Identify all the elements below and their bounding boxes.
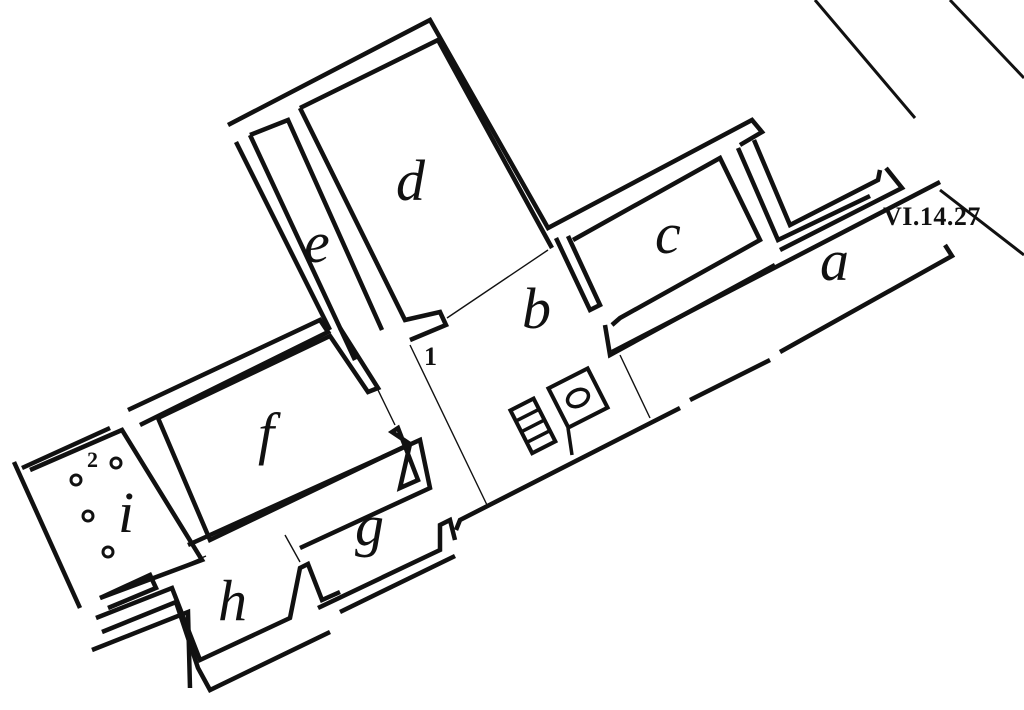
- room-label-h: h: [218, 568, 247, 633]
- room-label-g: g: [355, 493, 384, 558]
- room-label-b: b: [522, 276, 551, 341]
- room-d-walls: [226, 17, 766, 361]
- basin-divider: [566, 427, 574, 456]
- room-label-a: a: [820, 228, 849, 293]
- marker-2: 2: [87, 447, 98, 472]
- marker-1: 1: [424, 342, 437, 371]
- room-label-f: f: [258, 401, 275, 466]
- room-c-walls: [553, 139, 906, 359]
- room-f-walls: [127, 317, 433, 551]
- room-i-walls: [11, 425, 206, 611]
- basin-icon: [545, 365, 611, 431]
- room-h-g-walls: [91, 516, 458, 693]
- staircase-icon: [507, 395, 559, 456]
- threshold-lines: [154, 249, 651, 579]
- room-label-e: e: [304, 210, 330, 275]
- room-a-walls: [453, 180, 956, 531]
- room-label-i: i: [118, 480, 135, 545]
- room-label-d: d: [396, 148, 425, 213]
- street-lines: [813, 0, 1024, 257]
- room-label-c: c: [655, 201, 681, 266]
- address-label: VI.14.27: [883, 202, 981, 231]
- column-markers: [69, 456, 123, 559]
